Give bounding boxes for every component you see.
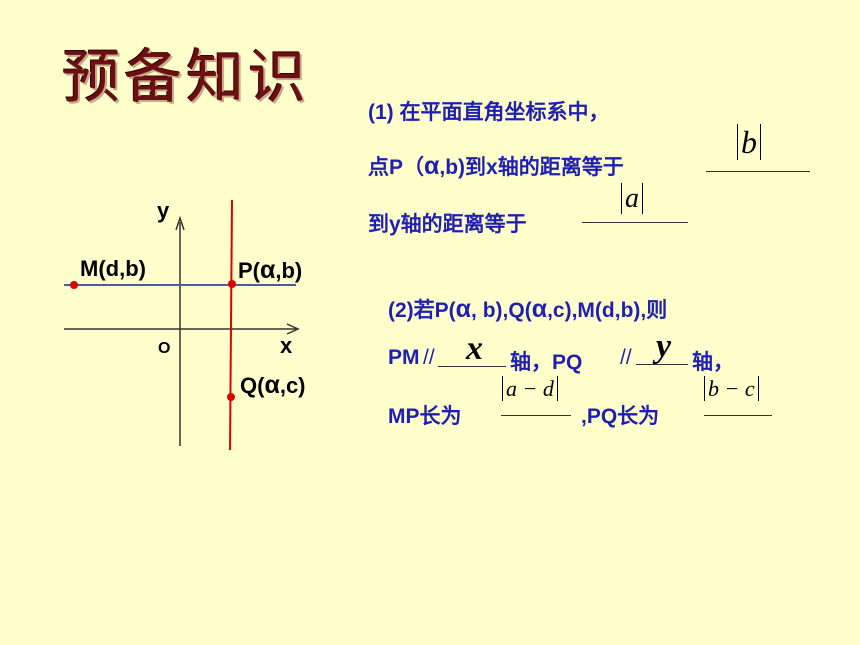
answer-abs-b: b	[737, 124, 761, 161]
parallel-symbol-2: //	[620, 346, 632, 369]
page-title: 预备知识	[62, 43, 311, 111]
point-q-label-suffix: ,c)	[279, 373, 306, 398]
mp-length-label: MP长为	[388, 405, 462, 428]
alpha-symbol: α	[260, 256, 276, 284]
point-p	[228, 280, 236, 288]
pq-length-label: ,PQ长为	[581, 405, 660, 428]
answer-b-text: b	[737, 124, 761, 160]
answer-abs-a-minus-d: a − d	[502, 376, 558, 402]
answer-mp-text: a − d	[502, 376, 558, 401]
part1-line1: (1) 在平面直角坐标系中，	[368, 101, 610, 124]
point-q-label: Q(α,c)	[240, 371, 306, 400]
point-p-label-suffix: ,b)	[275, 258, 303, 283]
answer-blank-4	[636, 364, 688, 365]
part1-line2: 点P（α,b)到x轴的距离等于	[368, 151, 624, 181]
answer-abs-b-minus-c: b − c	[704, 376, 759, 402]
answer-blank-6	[704, 415, 772, 416]
part2-line1-b: , b),Q(	[471, 299, 532, 322]
answer-blank-2	[582, 222, 688, 223]
part2-line1-a: (2)若P(	[388, 299, 456, 322]
alpha-symbol: α	[424, 152, 440, 180]
part1-line2-prefix: 点P（	[368, 156, 425, 179]
vertical-line-pq	[229, 199, 233, 451]
y-axis-label: y	[157, 198, 170, 223]
x-axis-arrow	[286, 323, 300, 335]
answer-y: y	[656, 328, 672, 365]
axis-end-label: 轴，	[692, 351, 734, 374]
part1-line2-suffix: ,b)到x轴的距离等于	[439, 156, 624, 179]
answer-abs-a: a	[621, 183, 643, 215]
answer-pq-text: b − c	[704, 376, 759, 401]
alpha-symbol: α	[455, 295, 472, 323]
x-axis-label: x	[280, 333, 293, 358]
y-axis-arrow	[175, 215, 185, 231]
point-p-label-prefix: P(	[238, 258, 260, 283]
point-q-label-prefix: Q(	[240, 373, 265, 398]
answer-blank-5	[501, 415, 571, 416]
part1-line3: 到y轴的距离等于	[368, 213, 527, 236]
axis-pq-label: 轴，PQ	[510, 351, 583, 374]
point-q	[227, 393, 235, 401]
answer-blank-3	[438, 366, 506, 367]
point-m-label: M(d,b)	[80, 256, 146, 281]
alpha-symbol: α	[264, 371, 280, 399]
answer-a-text: a	[621, 183, 643, 214]
alpha-symbol: α	[531, 295, 548, 323]
answer-x: x	[466, 330, 483, 367]
answer-blank-1	[706, 171, 810, 172]
parallel-symbol-1: //	[423, 346, 435, 369]
pm-label: PM	[388, 346, 420, 369]
origin-label: O	[158, 340, 171, 357]
part2-line1-c: ,c),M(d,b),则	[547, 299, 668, 322]
part2-line1: (2)若P(α, b),Q(α,c),M(d,b),则	[388, 294, 667, 324]
point-m	[70, 281, 78, 289]
point-p-label: P(α,b)	[238, 256, 302, 285]
